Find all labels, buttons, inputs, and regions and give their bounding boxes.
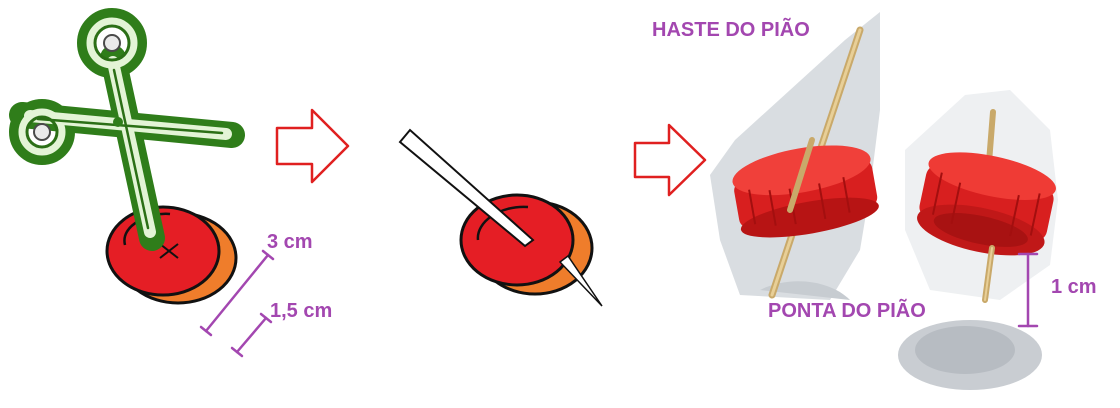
dimension-1-5cm: [232, 314, 271, 356]
label-3cm: 3 cm: [267, 231, 313, 254]
step3-spinning-top-upright: [898, 90, 1060, 390]
arrow-1-icon: [277, 110, 348, 182]
step2-cap-with-toothpick: [400, 130, 602, 306]
step1-bottle-cap: [107, 207, 236, 303]
scissors-icon: [16, 15, 232, 238]
label-1-5cm: 1,5 cm: [270, 300, 332, 323]
label-1cm: 1 cm: [1051, 276, 1097, 299]
label-ponta-do-piao: PONTA DO PIÃO: [768, 300, 926, 323]
arrow-2-icon: [635, 125, 705, 195]
step3-spinning-top-tilted: [710, 12, 882, 300]
label-haste-do-piao: HASTE DO PIÃO: [652, 19, 810, 42]
